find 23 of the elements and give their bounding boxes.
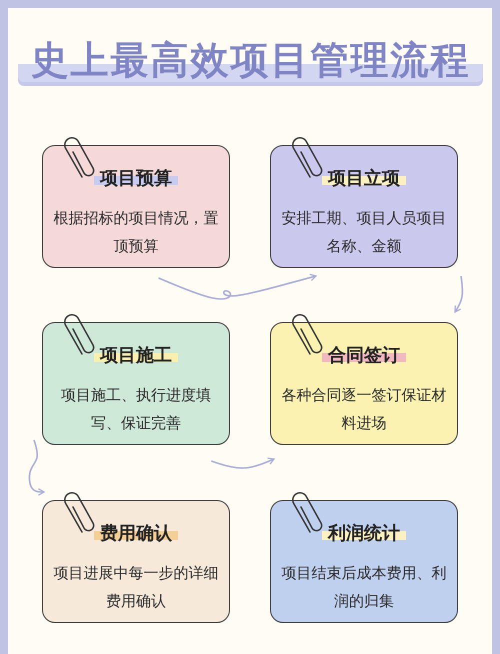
process-card <box>42 500 230 623</box>
card-heading: 费用确认 <box>94 523 178 544</box>
curved-arrow <box>158 274 317 300</box>
card-description: 安排工期、项目人员项目名称、金额 <box>280 208 448 257</box>
card-heading: 合同签订 <box>322 345 406 366</box>
curved-arrow <box>454 276 464 313</box>
card-heading: 项目预算 <box>94 168 178 189</box>
card-heading: 项目施工 <box>94 345 178 366</box>
title: 史上最高效项目管理流程 <box>18 38 483 82</box>
card-description: 根据招标的项目情况，置顶预算 <box>52 208 220 257</box>
card-description: 各种合同逐一签订保证材料进场 <box>280 385 448 434</box>
process-card <box>42 145 230 268</box>
card-heading: 利润统计 <box>322 523 406 544</box>
curved-arrow <box>210 458 275 469</box>
card-description: 项目施工、执行进度填写、保证完善 <box>60 385 212 434</box>
process-card <box>42 322 230 445</box>
curved-arrow <box>28 440 45 496</box>
card-description: 项目进展中每一步的详细费用确认 <box>52 563 220 612</box>
process-card <box>270 322 458 445</box>
process-card <box>270 145 458 268</box>
process-card <box>270 500 458 623</box>
card-heading: 项目立项 <box>322 168 406 189</box>
card-description: 项目结束后成本费用、利润的归集 <box>280 563 448 612</box>
